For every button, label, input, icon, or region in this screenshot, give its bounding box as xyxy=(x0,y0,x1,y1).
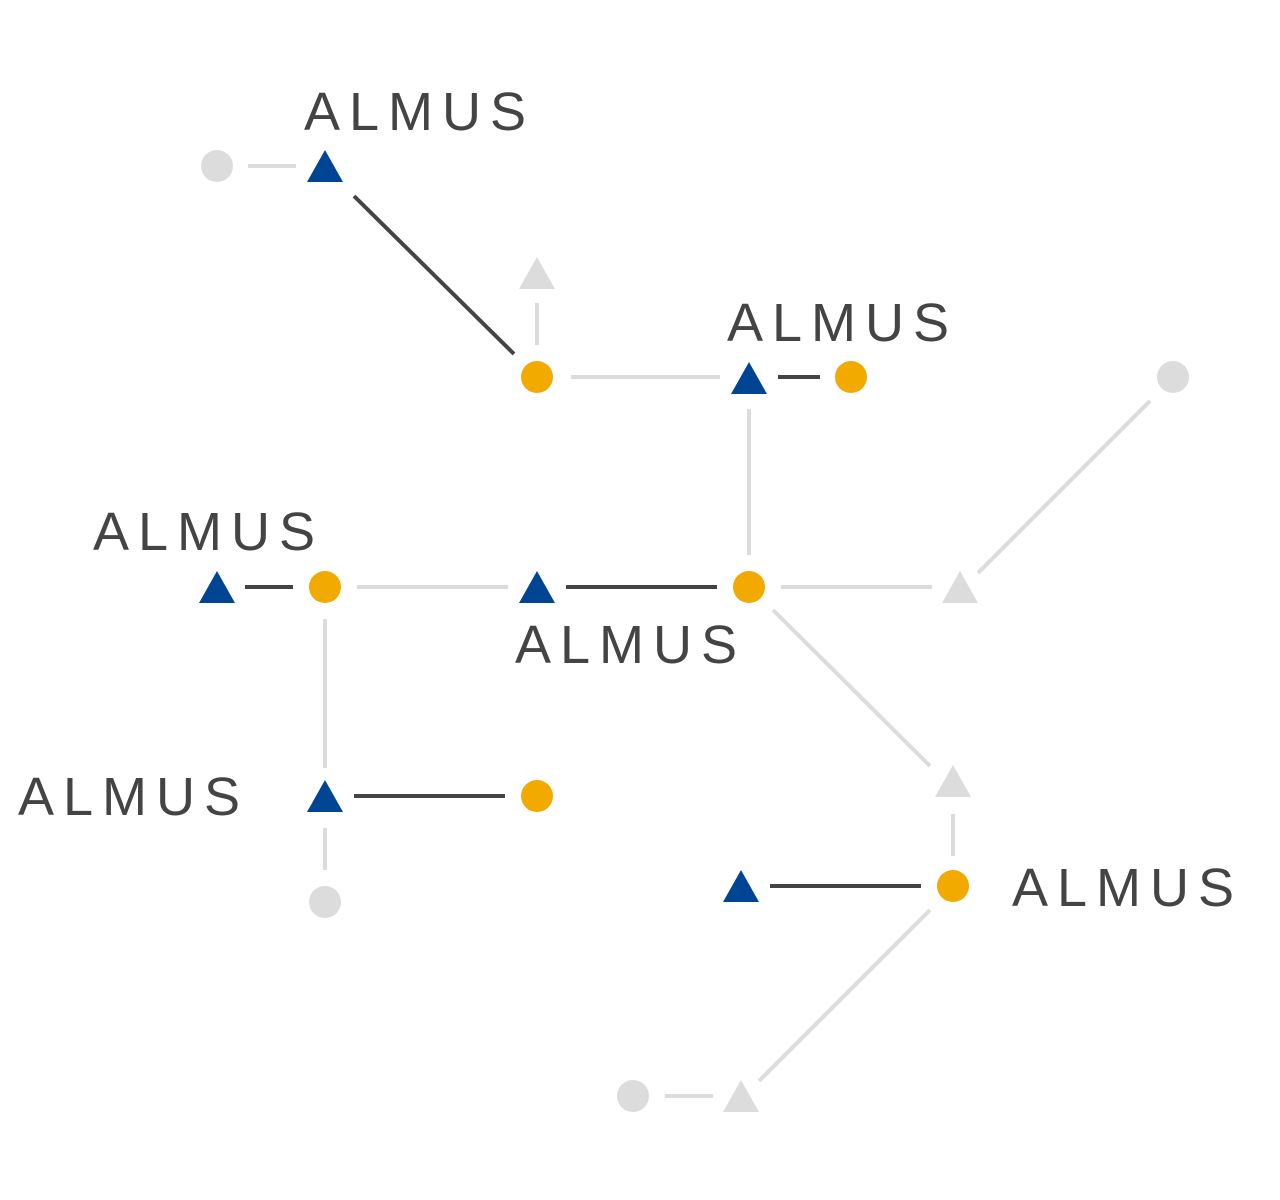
node-triangle-active xyxy=(307,150,343,182)
node-circle-active xyxy=(835,361,867,393)
node-triangle-active xyxy=(307,780,343,812)
connector xyxy=(757,908,932,1083)
node-circle-inactive xyxy=(617,1080,649,1112)
node-triangle-active xyxy=(723,870,759,902)
connector xyxy=(771,608,932,768)
node-triangle-inactive xyxy=(519,257,555,289)
node-label: ALMUS xyxy=(18,767,249,827)
node-circle-inactive xyxy=(309,886,341,918)
labels: ALMUS ALMUS ALMUS ALMUS ALMUS ALMUS xyxy=(18,82,1243,918)
node-label: ALMUS xyxy=(304,82,535,142)
node-circle-active xyxy=(733,571,765,603)
node-circle-active xyxy=(937,870,969,902)
node-circle-active xyxy=(521,780,553,812)
node-triangle-active xyxy=(199,571,235,603)
node-circle-active xyxy=(309,571,341,603)
node-circle-active xyxy=(521,361,553,393)
node-label: ALMUS xyxy=(1012,858,1243,918)
connector-active xyxy=(352,194,516,356)
node-triangle-inactive xyxy=(935,765,971,797)
node-circle-inactive xyxy=(201,150,233,182)
node-label: ALMUS xyxy=(93,502,324,562)
node-triangle-inactive xyxy=(942,571,978,603)
node-triangle-active xyxy=(519,571,555,603)
connectors xyxy=(245,164,1152,1098)
connector xyxy=(976,399,1152,575)
node-triangle-active xyxy=(731,362,767,394)
node-label: ALMUS xyxy=(515,615,746,675)
node-label: ALMUS xyxy=(727,293,958,353)
nodes xyxy=(199,150,1189,1112)
node-triangle-inactive xyxy=(723,1080,759,1112)
node-circle-inactive xyxy=(1157,361,1189,393)
